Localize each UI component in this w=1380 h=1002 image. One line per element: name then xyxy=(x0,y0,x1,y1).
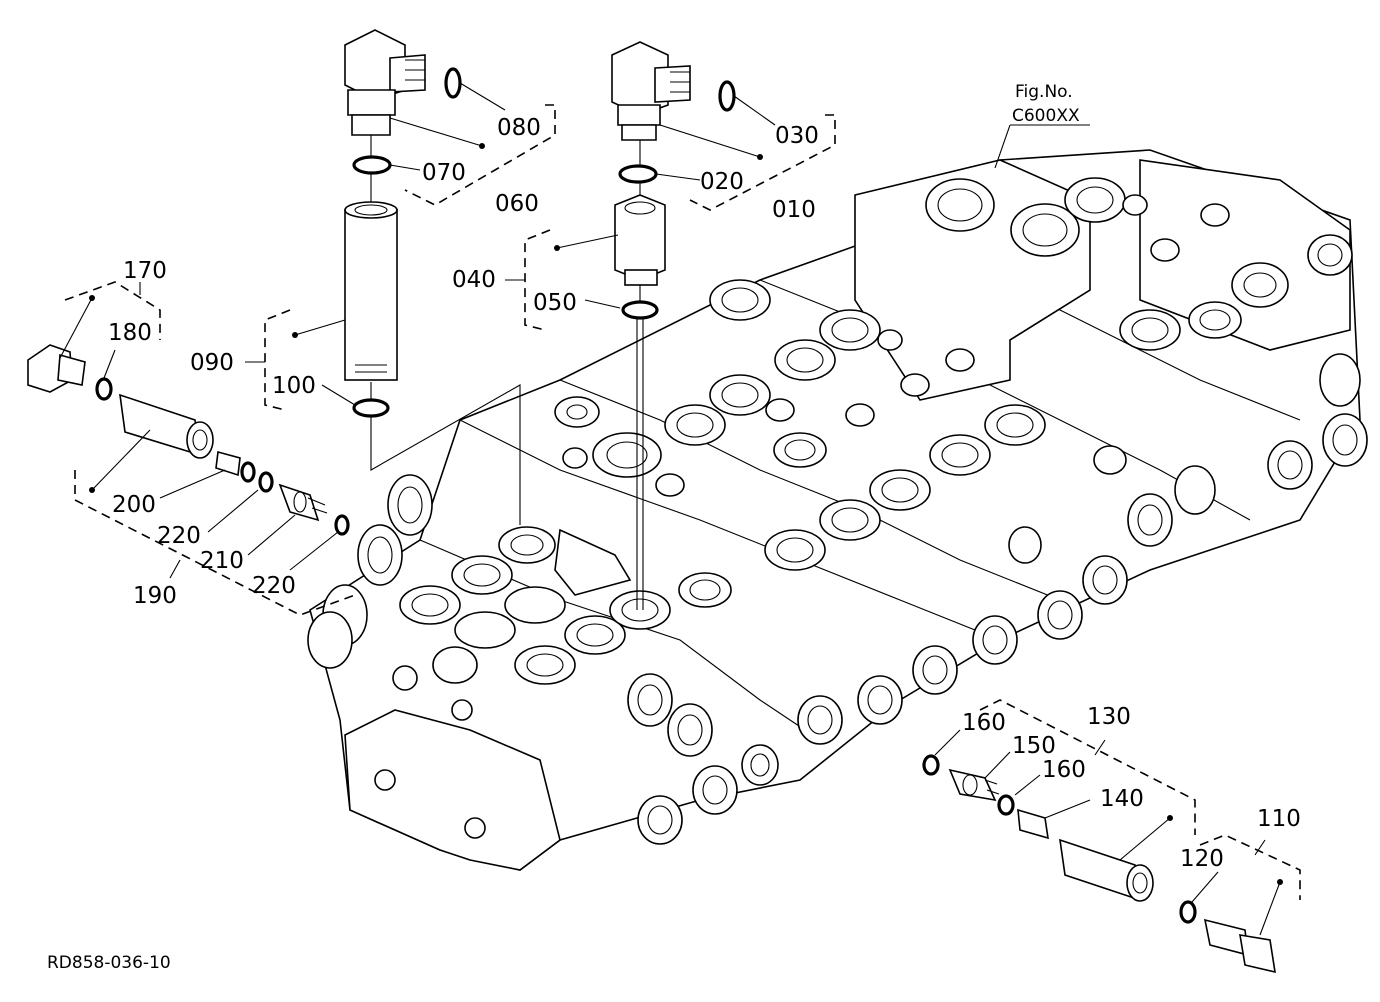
group-brackets xyxy=(64,104,1301,900)
spool-caps xyxy=(307,353,1368,845)
callout-160b: 160 xyxy=(1042,757,1086,783)
callout-200: 200 xyxy=(112,492,156,518)
callout-170: 170 xyxy=(123,258,167,284)
o-ring-100 xyxy=(352,398,390,418)
leader-lines xyxy=(59,82,1283,936)
o-ring-020 xyxy=(618,164,658,184)
o-ring-180 xyxy=(95,377,113,401)
callout-030: 030 xyxy=(775,123,819,149)
callout-130: 130 xyxy=(1087,704,1131,730)
fitting-stack-170 xyxy=(27,344,350,536)
callout-220b: 220 xyxy=(252,573,296,599)
plug-200 xyxy=(215,450,241,477)
callout-070: 070 xyxy=(422,160,466,186)
port-row-front xyxy=(399,396,732,685)
callout-090: 090 xyxy=(190,350,234,376)
callout-190: 190 xyxy=(133,583,177,609)
callout-110: 110 xyxy=(1257,806,1301,832)
callout-010: 010 xyxy=(772,197,816,223)
adapter-210 xyxy=(278,483,320,522)
callout-160a: 160 xyxy=(962,710,1006,736)
callout-080: 080 xyxy=(497,115,541,141)
port-row-upper xyxy=(664,194,1242,571)
callout-120: 120 xyxy=(1180,846,1224,872)
fitting-stack-060 xyxy=(344,29,521,525)
callout-050: 050 xyxy=(533,290,577,316)
callout-labels: 030 020 010 040 050 080 070 060 090 100 … xyxy=(108,115,1301,872)
fitting-stack-010 xyxy=(611,41,736,610)
callout-220a: 220 xyxy=(157,523,201,549)
control-valve-assembly xyxy=(307,149,1368,871)
callout-040: 040 xyxy=(452,267,496,293)
callout-140: 140 xyxy=(1100,786,1144,812)
o-ring-080 xyxy=(444,67,462,99)
o-ring-220c xyxy=(334,514,350,536)
fitting-stack-130 xyxy=(922,754,1276,974)
callout-060: 060 xyxy=(495,191,539,217)
o-ring-050 xyxy=(621,300,659,320)
o-ring-070 xyxy=(352,155,392,175)
adapter-150 xyxy=(948,768,997,802)
o-ring-030 xyxy=(718,80,736,112)
callout-150: 150 xyxy=(1012,733,1056,759)
callout-210: 210 xyxy=(200,548,244,574)
plug-140 xyxy=(1017,808,1049,840)
fig-no-value: C600XX xyxy=(1012,106,1080,126)
o-ring-160a xyxy=(922,754,940,776)
extension-090 xyxy=(344,209,398,381)
o-ring-220a xyxy=(240,461,256,483)
adapter-040 xyxy=(614,194,666,281)
callout-180: 180 xyxy=(108,320,152,346)
o-ring-220b xyxy=(258,471,274,493)
fig-no-label: Fig.No. xyxy=(1015,82,1073,102)
callout-100: 100 xyxy=(272,373,316,399)
o-ring-120 xyxy=(1179,900,1197,924)
drawing-code: RD858-036-10 xyxy=(47,953,171,973)
callout-020: 020 xyxy=(700,169,744,195)
o-ring-160b xyxy=(997,794,1015,816)
